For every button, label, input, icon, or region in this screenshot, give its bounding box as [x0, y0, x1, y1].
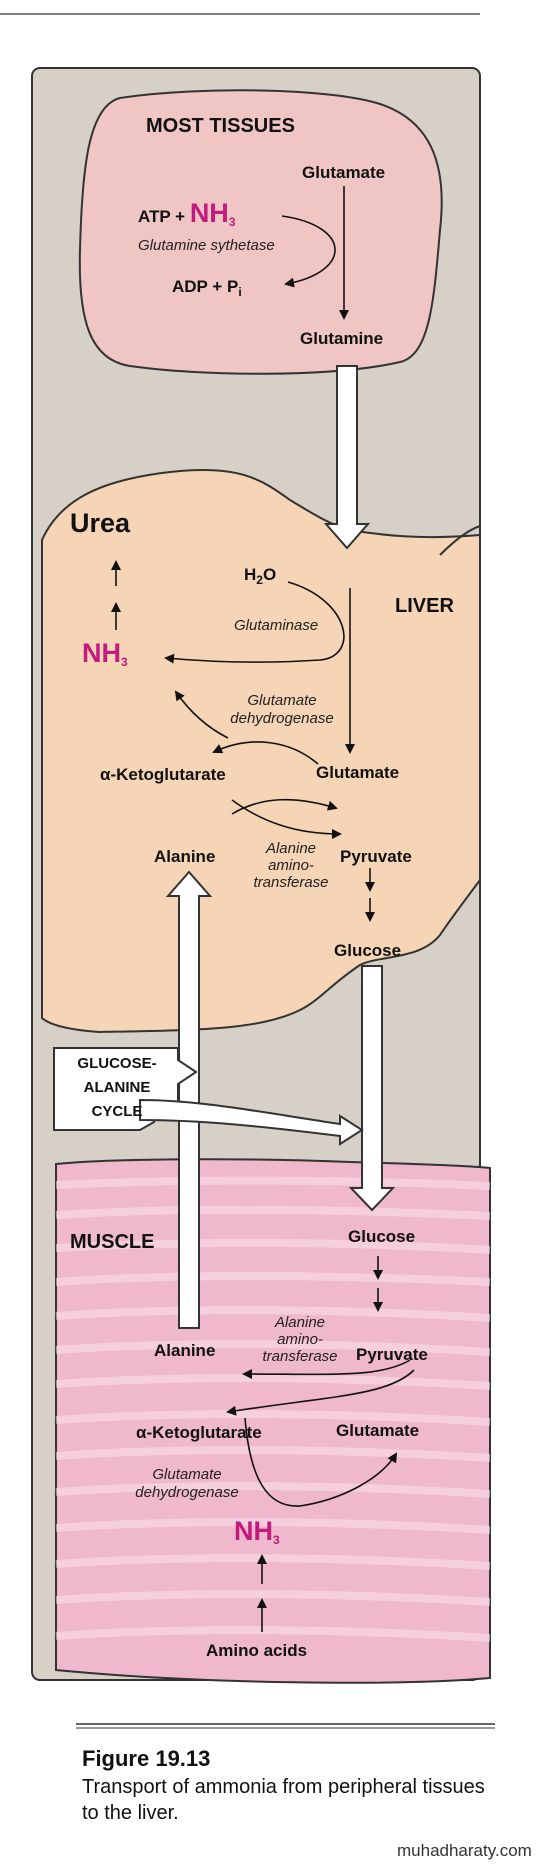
liver-glutamate: Glutamate	[316, 763, 400, 782]
gdh-keto-arrow	[212, 741, 319, 765]
muscle-nh3: NH3	[234, 1516, 280, 1547]
mt-atp-nh3: ATP + NH3	[138, 198, 236, 229]
mt-nh3-label: NH3	[189, 198, 236, 229]
liver-nh3: NH3	[82, 638, 128, 669]
figure-caption: Transport of ammonia from peripheral tis…	[82, 1776, 485, 1824]
muscle-glucose: Glucose	[348, 1227, 416, 1246]
muscle-glutamate: Glutamate	[336, 1421, 420, 1440]
mt-glutamine-synthetase: Glutamine sythetase	[138, 237, 275, 254]
liver-glutaminase: Glutaminase	[234, 617, 319, 634]
alanine-transport-arrow	[165, 870, 213, 1329]
figure-title: Figure 19.13	[82, 1746, 211, 1771]
liver-glucose: Glucose	[334, 941, 402, 960]
gdh-nh3-arrow	[174, 690, 229, 739]
liver-transamination-lower	[231, 799, 342, 839]
liver-title: LIVER	[395, 595, 454, 617]
mt-glutamine: Glutamine	[300, 329, 384, 348]
muscle-stripes	[55, 1176, 491, 1642]
liver-lobe-line	[439, 525, 481, 556]
muscle-pyruvate: Pyruvate	[356, 1345, 428, 1364]
most-tissues-title: MOST TISSUES	[146, 115, 295, 137]
muscle-gdh-arrow	[244, 1417, 398, 1507]
muscle-title: MUSCLE	[70, 1231, 155, 1253]
glutamine-synthetase-arrow	[281, 215, 336, 288]
watermark: muhadharaty.com	[397, 1841, 532, 1860]
most-tissues-region	[78, 89, 443, 375]
mt-glutamate: Glutamate	[302, 163, 386, 182]
muscle-ketoglutarate: α-Ketoglutarate	[136, 1423, 262, 1442]
glutaminase-arrow	[164, 581, 345, 664]
liver-transamination-upper	[231, 798, 338, 815]
mt-adp-pi: ADP + Pi	[172, 277, 242, 299]
mt-atp-label: ATP +	[138, 207, 190, 226]
liver-pyruvate: Pyruvate	[340, 847, 412, 866]
glucose-transport-arrow	[348, 965, 396, 1212]
liver-alanine: Alanine	[154, 847, 216, 866]
cycle-tag-arrow	[139, 1098, 364, 1146]
muscle-transamination-upper	[242, 1359, 411, 1380]
muscle-transamination-lower	[226, 1369, 415, 1416]
liver-urea: Urea	[70, 508, 131, 538]
liver-ketoglutarate: α-Ketoglutarate	[100, 765, 226, 784]
liver-region	[41, 468, 481, 1034]
muscle-amino-acids: Amino acids	[206, 1641, 308, 1660]
muscle-alanine: Alanine	[154, 1341, 216, 1360]
liver-h2o: H2O	[244, 565, 277, 587]
glutamine-transport-arrow	[323, 365, 371, 550]
